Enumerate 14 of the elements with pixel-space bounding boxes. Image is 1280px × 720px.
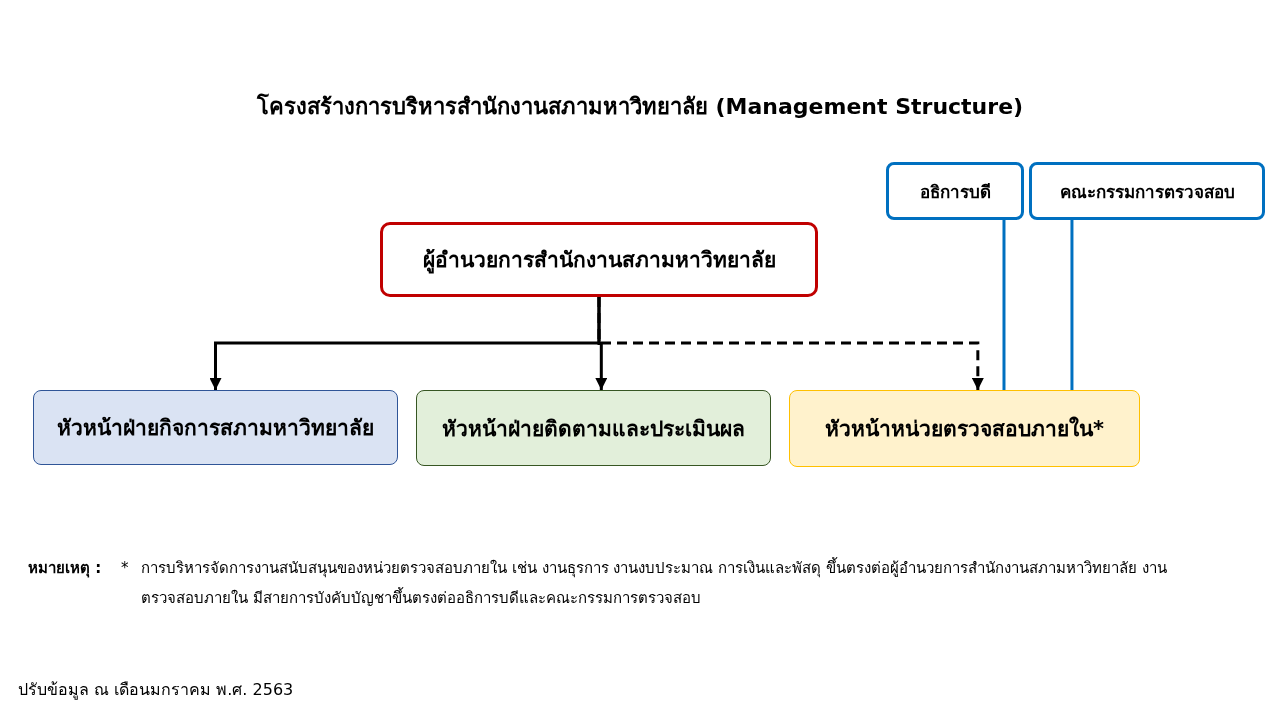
update-note: ปรับข้อมูล ณ เดือนมกราคม พ.ศ. 2563 bbox=[18, 679, 294, 702]
director-box: ผู้อำนวยการสำนักงานสภามหาวิทยาลัย bbox=[380, 222, 818, 297]
connector-line bbox=[1002, 220, 1006, 390]
footnote-mark: * bbox=[121, 558, 129, 579]
unit-box: หัวหน้าฝ่ายกิจการสภามหาวิทยาลัย bbox=[33, 390, 398, 465]
oversight-box: อธิการบดี bbox=[886, 162, 1024, 220]
dashed-arrow bbox=[597, 297, 984, 390]
connector-line bbox=[1070, 220, 1074, 390]
note-heading: หมายเหตุ : bbox=[28, 558, 102, 580]
title: โครงสร้างการบริหารสำนักงานสภามหาวิทยาลัย (Management Structure) bbox=[255, 92, 1025, 121]
oversight-box: คณะกรรมการตรวจสอบ bbox=[1029, 162, 1265, 220]
unit-box: หัวหน้าฝ่ายติดตามและประเมินผล bbox=[416, 390, 771, 466]
note-text: การบริหารจัดการงานสนับสนุนของหน่วยตรวจสอบภายใน เช่น งานธุรการ งานงบประมาณ การเงินและพัสดุ ขึ้นตรงต่อผู้อำนวยการสำนักงานสภามหาวิทยาลัย งานตรวจสอบภายใน มีสายการบังคับบัญชาขึ้นตรงต่ออธิการบดีและคณะกรรมการตรวจสอบ bbox=[141, 556, 1168, 609]
unit-box: หัวหน้าหน่วยตรวจสอบภายใน* bbox=[789, 390, 1140, 467]
